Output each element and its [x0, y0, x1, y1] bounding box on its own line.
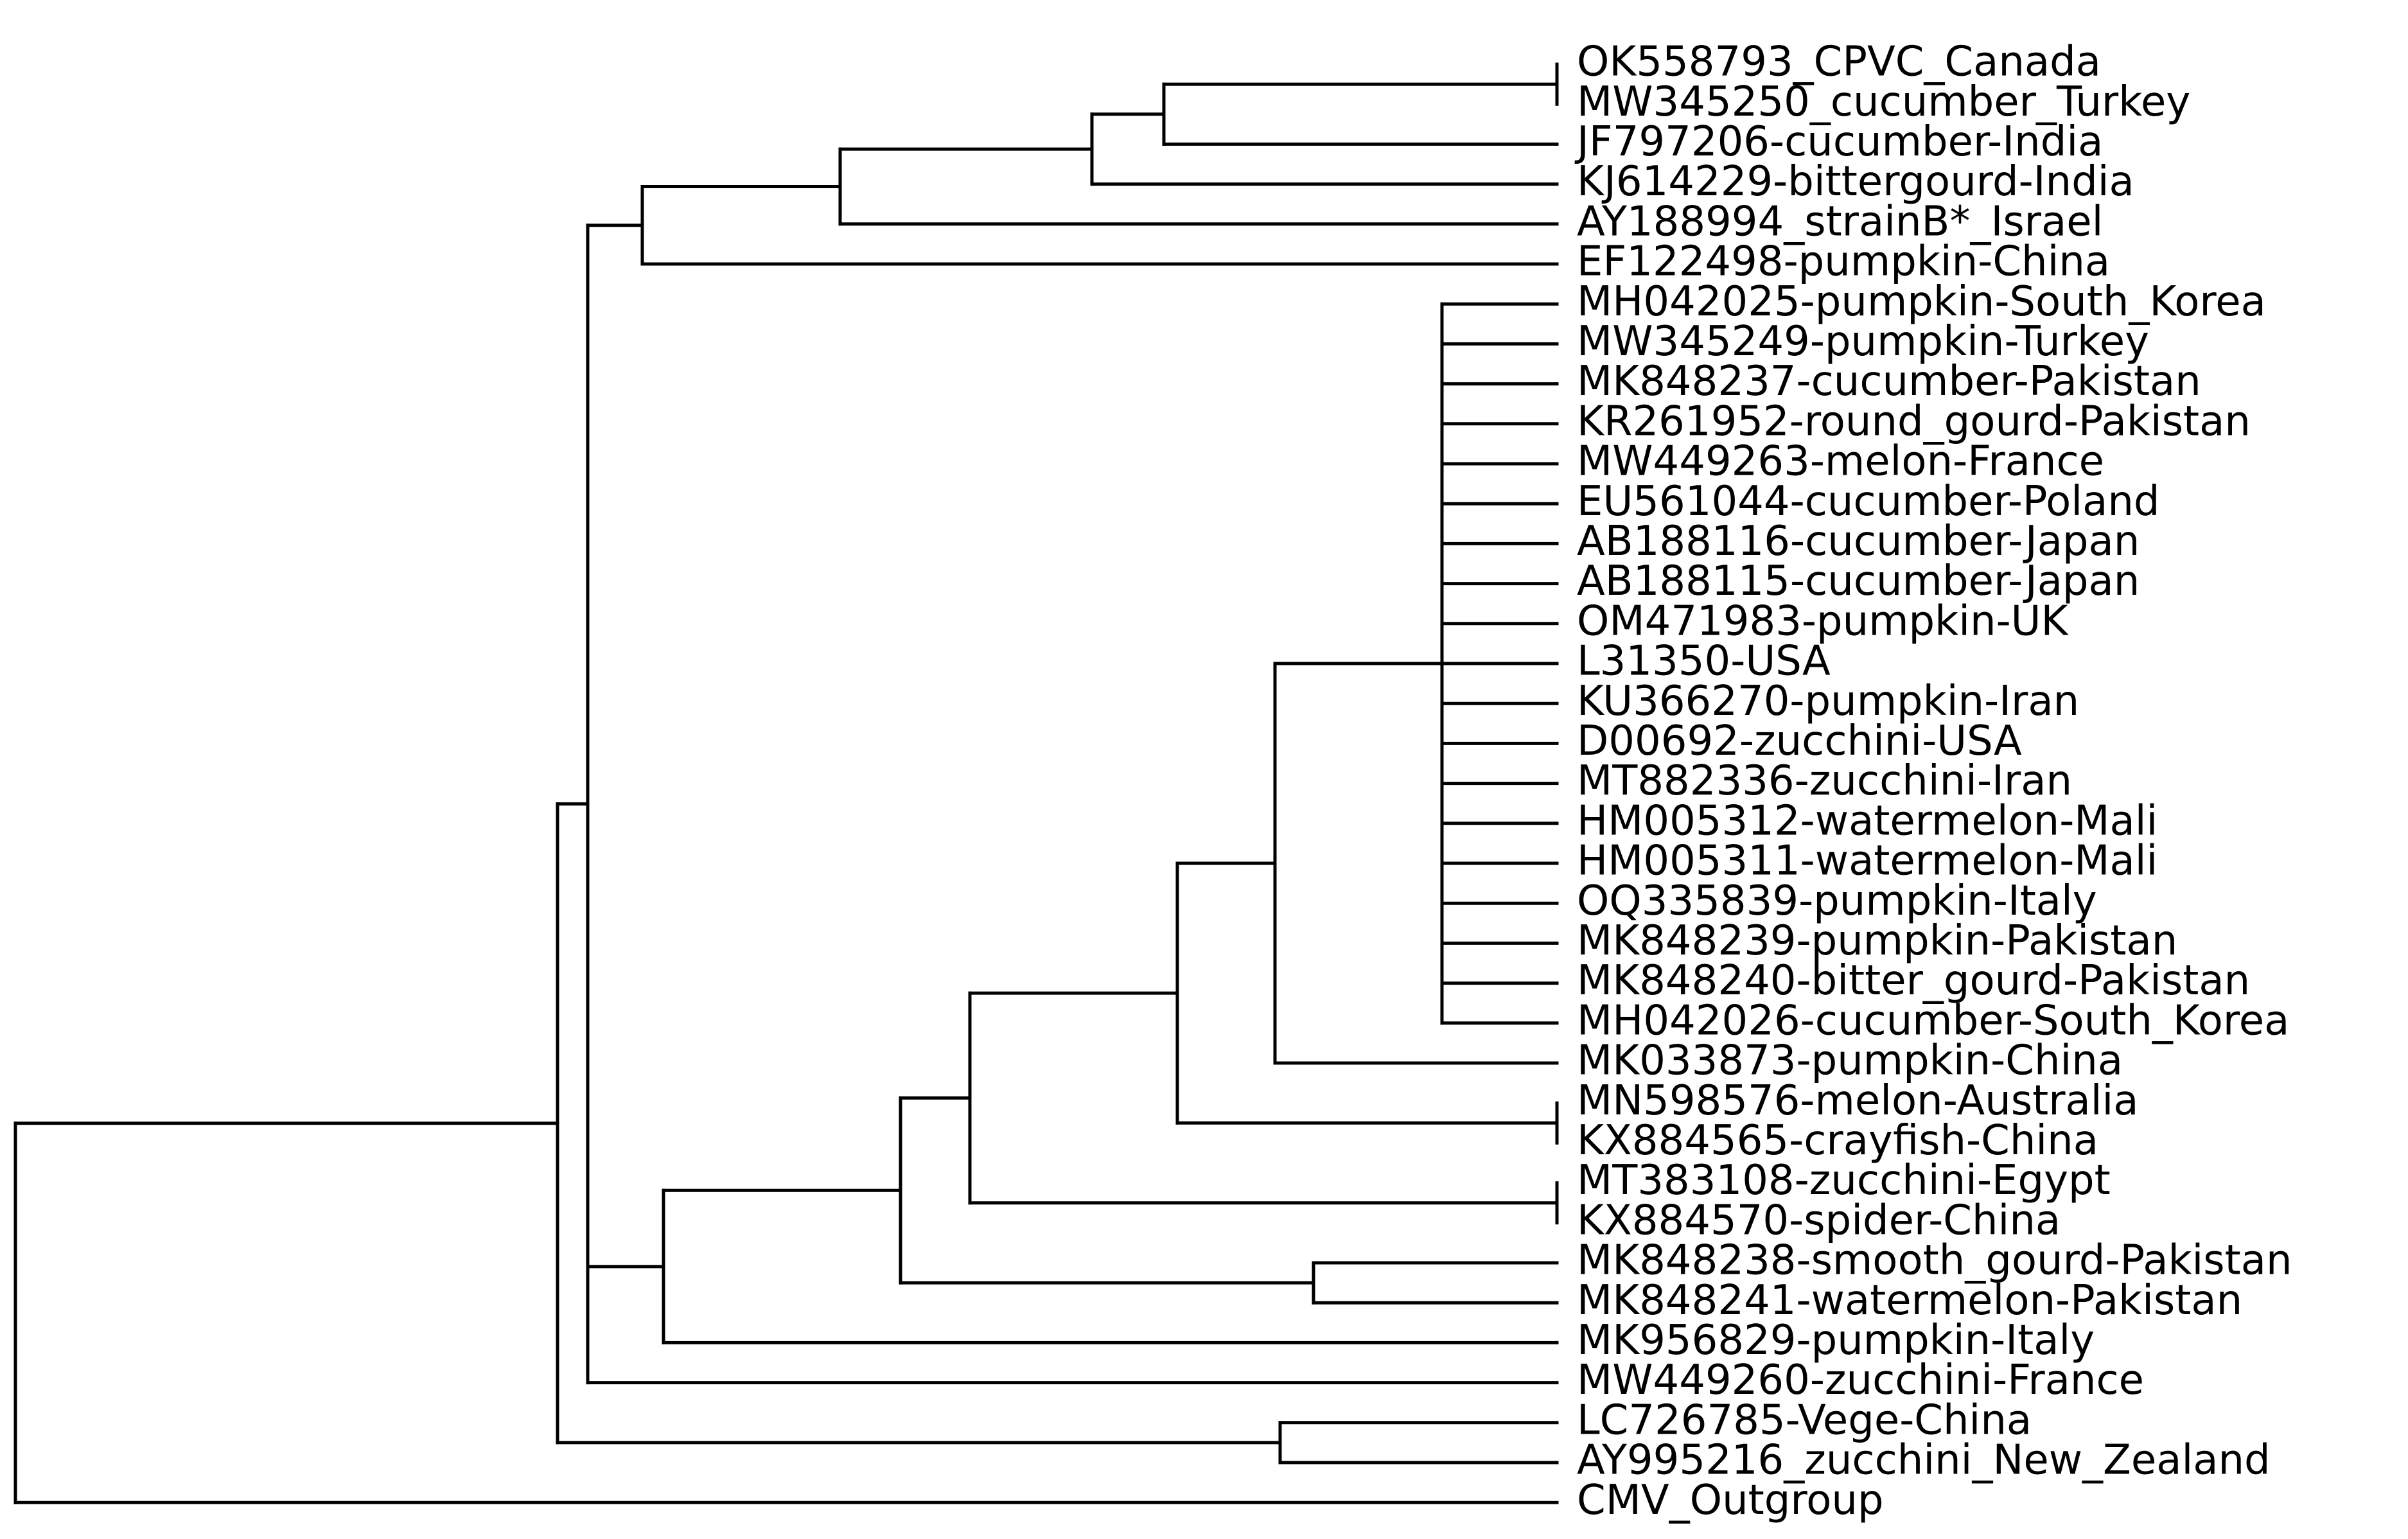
leaf-label: MH042025-pumpkin-South_Korea [1577, 278, 2266, 326]
leaf-label: MK848237-cucumber-Pakistan [1577, 358, 2201, 405]
tree-leaf-labels: OK558793_CPVC_CanadaMW345250_cucumber_Tu… [1574, 39, 2292, 1524]
leaf-label: EF122498-pumpkin-China [1577, 238, 2110, 286]
leaf-label: EU561044-cucumber-Poland [1577, 478, 2160, 525]
leaf-label: L31350-USA [1577, 638, 1831, 685]
leaf-label: KR261952-round_gourd-Pakistan [1577, 398, 2251, 445]
leaf-label: MW449260-zucchini-France [1577, 1357, 2144, 1404]
leaf-label: MK848240-bitter_gourd-Pakistan [1577, 957, 2250, 1005]
leaf-label: MT383108-zucchini-Egypt [1577, 1157, 2111, 1204]
leaf-label: KU366270-pumpkin-Iran [1577, 678, 2079, 725]
leaf-label: KX884565-crayfish-China [1577, 1117, 2098, 1165]
leaf-label: JF797206-cucumber-India [1574, 118, 2103, 166]
leaf-label: AY188994_strainB*_Israel [1577, 198, 2103, 245]
leaf-label: MN598576-melon-Australia [1577, 1077, 2139, 1125]
leaf-label: OM471983-pumpkin-UK [1577, 597, 2070, 645]
leaf-label: OK558793_CPVC_Canada [1577, 39, 2101, 86]
leaf-label: MW449263-melon-France [1577, 438, 2104, 486]
leaf-label: MK848241-watermelon-Pakistan [1577, 1277, 2242, 1324]
leaf-label: CMV_Outgroup [1577, 1477, 1884, 1524]
leaf-label: KX884570-spider-China [1577, 1197, 2061, 1244]
leaf-label: MK956829-pumpkin-Italy [1577, 1317, 2095, 1364]
leaf-label: MT882336-zucchini-Iran [1577, 757, 2072, 805]
leaf-label: MK033873-pumpkin-China [1577, 1037, 2123, 1085]
leaf-label: MK848238-smooth_gourd-Pakistan [1577, 1237, 2292, 1285]
leaf-label: AB188116-cucumber-Japan [1577, 518, 2140, 565]
leaf-label: HM005312-watermelon-Mali [1577, 797, 2158, 845]
leaf-label: MW345250_cucumber_Turkey [1577, 78, 2190, 126]
leaf-label: OQ335839-pumpkin-Italy [1577, 877, 2097, 925]
leaf-label: HM005311-watermelon-Mali [1577, 838, 2158, 885]
leaf-label: D00692-zucchini-USA [1577, 717, 2022, 765]
leaf-label: MK848239-pumpkin-Pakistan [1577, 917, 2177, 965]
leaf-label: LC726785-Vege-China [1577, 1396, 2032, 1444]
leaf-label: AY995216_zucchini_New_Zealand [1577, 1437, 2271, 1484]
leaf-label: KJ614229-bittergourd-India [1577, 158, 2134, 206]
leaf-label: MW345249-pumpkin-Turkey [1577, 318, 2149, 365]
leaf-label: MH042026-cucumber-South_Korea [1577, 997, 2289, 1044]
tree-branches [13, 62, 1559, 1504]
leaf-label: AB188115-cucumber-Japan [1577, 558, 2140, 605]
